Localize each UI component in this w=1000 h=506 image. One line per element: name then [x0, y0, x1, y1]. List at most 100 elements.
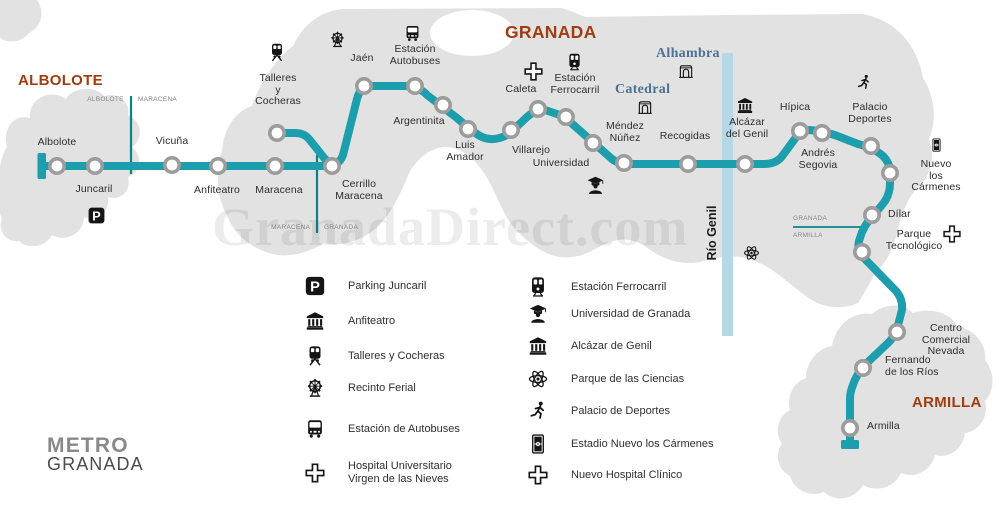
- station-marker-juncaril: [86, 157, 105, 176]
- stadium-icon: [929, 135, 944, 155]
- station-label-villarejo: Villarejo: [511, 144, 551, 156]
- legend-label: Nuevo Hospital Clínico: [571, 468, 683, 481]
- legend-item-bus: Estación de Autobuses: [304, 418, 460, 440]
- landmark-label-alhambra: Alhambra: [656, 46, 720, 61]
- atom-icon: [527, 368, 549, 390]
- legend-label: Recinto Ferial: [348, 381, 416, 394]
- station-marker-estacion-ferrocarril: [556, 108, 575, 127]
- station-label-jaen: Jaén: [350, 52, 374, 64]
- bank-icon: [527, 335, 549, 357]
- station-marker-hipica: [790, 122, 809, 141]
- station-marker-talleres-cocheras: [267, 124, 286, 143]
- legend-label: Parque de las Ciencias: [571, 372, 685, 385]
- legend-item-grad: Universidad de Granada: [527, 303, 690, 325]
- legend-item-train: Estación Ferrocarril: [527, 276, 666, 298]
- white-patch: [430, 10, 514, 56]
- station-label-talleres-cocheras: Talleres y Cocheras: [255, 72, 301, 107]
- landmark-label-catedral: Catedral: [615, 82, 671, 97]
- station-label-universidad: Universidad: [532, 157, 590, 169]
- station-marker-mendez-nunez: [614, 154, 633, 173]
- station-label-argentinita: Argentinita: [393, 115, 445, 127]
- logo-metro-text: METRO: [47, 434, 129, 457]
- legend-label: Estación de Autobuses: [348, 422, 460, 435]
- boundary-left-label: ALBOLOTE: [87, 95, 124, 103]
- station-marker-alcazar-del-genil: [735, 155, 754, 174]
- station-label-estacion-ferrocarril: Estación Ferrocarril: [550, 72, 600, 96]
- alcazar-genil-icon: [735, 96, 755, 115]
- station-marker-parque-tecnologico: [852, 243, 871, 262]
- stadium-icon: [527, 433, 549, 455]
- station-marker-fernando-de-los-rios: [853, 358, 872, 377]
- station-label-juncaril: Juncaril: [75, 183, 113, 195]
- science-park-icon: [742, 244, 761, 262]
- legend-item-ferris: Recinto Ferial: [304, 377, 416, 399]
- legend-label: Palacio de Deportes: [571, 404, 671, 417]
- hospital-cross-icon: [523, 61, 544, 82]
- station-label-vicuna: Vicuña: [155, 135, 189, 147]
- logo-granada-text: GRANADA: [47, 454, 144, 474]
- boundary-bottom-label: ARMILLA: [793, 231, 823, 239]
- legend-label: Estadio Nuevo los Cármenes: [571, 437, 714, 450]
- station-marker-anfiteatro: [209, 157, 228, 176]
- station-label-dilar: Dílar: [888, 208, 911, 220]
- station-marker-albolote: [47, 157, 66, 176]
- station-marker-cerrillo-maracena: [322, 157, 341, 176]
- station-marker-andres-segovia: [812, 124, 831, 143]
- station-label-recogidas: Recogidas: [659, 130, 711, 142]
- station-label-estacion-autobuses: Estación Autobuses: [389, 43, 441, 67]
- catedral-arch-icon: [636, 98, 654, 116]
- station-marker-jaen: [354, 77, 373, 96]
- legend-label: Alcázar de Genil: [571, 339, 652, 352]
- boundary-top-label: GRANADA: [793, 214, 828, 222]
- station-label-nuevo-los-carmenes: Nuevo los Cármenes: [911, 158, 961, 193]
- blob-armilla: [777, 305, 993, 499]
- legend-item-tram: Talleres y Cocheras: [304, 345, 445, 367]
- station-label-anfiteatro: Anfiteatro: [194, 184, 240, 196]
- blob-top-left: [0, 0, 42, 42]
- station-marker-luis-amador: [458, 120, 477, 139]
- legend-item-parking: Parking Juncaril: [304, 275, 426, 297]
- parking-icon: [87, 206, 106, 225]
- station-marker-universidad: [583, 134, 602, 153]
- bus-icon: [304, 418, 326, 440]
- boundary-right-label: MARACENA: [138, 95, 178, 103]
- station-label-mendez-nunez: Méndez Núñez: [606, 120, 644, 144]
- region-label-granada: GRANADA: [505, 22, 597, 42]
- ferris-wheel-icon: [328, 29, 347, 50]
- station-marker-palacio-deportes: [861, 137, 880, 156]
- runner-icon: [527, 400, 549, 422]
- metro-granada-logo: METRO GRANADA: [47, 434, 144, 474]
- train-icon: [527, 276, 549, 298]
- legend-item-bank: Anfiteatro: [304, 310, 395, 332]
- tram-icon: [304, 345, 326, 367]
- station-label-armilla: Armilla: [867, 420, 900, 432]
- station-marker-nuevo-los-carmenes: [880, 164, 899, 183]
- station-label-caleta: Caleta: [505, 83, 537, 95]
- station-marker-recogidas: [678, 155, 697, 174]
- station-label-palacio-deportes: Palacio Deportes: [848, 101, 892, 125]
- station-marker-dilar: [862, 206, 881, 225]
- boundary-left-label: MARACENA: [270, 223, 310, 231]
- university-icon: [585, 174, 606, 197]
- station-marker-vicuna: [163, 156, 182, 175]
- tram-icon: [267, 42, 287, 63]
- legend-item-bank: Alcázar de Genil: [527, 335, 652, 357]
- station-label-luis-amador: Luis Amador: [446, 139, 484, 163]
- station-marker-centro-comercial-nevada: [887, 322, 906, 341]
- boundary-right-label: GRANADA: [324, 223, 359, 231]
- new-hospital-cross-icon: [942, 224, 962, 244]
- station-marker-caleta: [528, 100, 547, 119]
- river-label: Río Genil: [705, 205, 719, 261]
- station-marker-estacion-autobuses: [405, 77, 424, 96]
- station-marker-maracena: [265, 157, 284, 176]
- station-marker-armilla: [840, 418, 859, 437]
- station-label-albolote: Albolote: [37, 136, 77, 148]
- station-label-andres-segovia: Andrés Segovia: [798, 147, 838, 171]
- station-label-cerrillo-maracena: Cerrillo Maracena: [335, 178, 383, 202]
- parking-icon: [304, 275, 326, 297]
- legend-label: Parking Juncaril: [348, 279, 427, 292]
- cross-icon: [527, 464, 549, 486]
- grad-icon: [527, 303, 549, 325]
